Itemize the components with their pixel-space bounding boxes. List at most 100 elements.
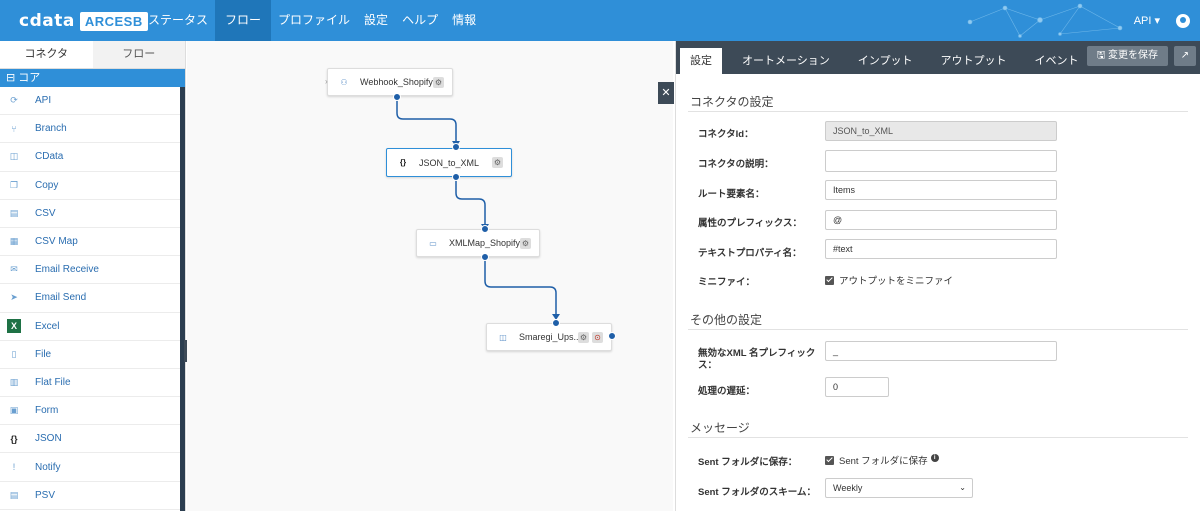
- api-user-menu[interactable]: API ▾: [1133, 15, 1160, 27]
- chevron-right-icon: ›: [325, 77, 328, 86]
- gear-icon[interactable]: ⚙: [433, 77, 444, 88]
- info-icon[interactable]: i: [930, 454, 939, 462]
- connector-item-label: File: [35, 348, 52, 360]
- output-port[interactable]: [608, 332, 616, 340]
- connector-id-label: コネクタId：: [698, 129, 754, 140]
- gear-icon[interactable]: ⚙: [520, 238, 531, 249]
- main-nav: ステータスフロープロファイル設定ヘルプ情報: [141, 0, 483, 41]
- input-port[interactable]: [452, 143, 460, 151]
- gear-icon[interactable]: ⚙: [492, 157, 503, 168]
- invalid-xml-prefix-input[interactable]: _: [825, 341, 1057, 361]
- psv-icon: ▤: [9, 489, 19, 500]
- connector-item[interactable]: ▥Flat File: [0, 369, 180, 398]
- form-icon: ▣: [9, 405, 19, 416]
- tab-flows[interactable]: フロー: [92, 41, 185, 68]
- flow-canvas[interactable]: ⚇ Webhook_Shopify ⚙ › {} JSON_to_XML ⚙ ▭…: [187, 41, 673, 511]
- checkbox-checked-icon[interactable]: [825, 275, 834, 285]
- sent-folder-save-checkbox-label: Sent フォルダに保存: [839, 456, 928, 467]
- tab-0[interactable]: 設定: [680, 48, 722, 74]
- output-port[interactable]: [393, 93, 401, 101]
- output-port[interactable]: [481, 253, 489, 261]
- connector-description-textarea[interactable]: [825, 150, 1057, 172]
- tab-connectors[interactable]: コネクタ: [0, 41, 93, 68]
- connector-item[interactable]: ▣ Form: [0, 397, 180, 426]
- attribute-prefix-label: 属性のプレフィックス：: [698, 218, 803, 229]
- section-messages: メッセージ: [690, 421, 750, 435]
- nav-item[interactable]: 設定: [364, 13, 389, 27]
- save-changes-button[interactable]: 🖫 変更を保存: [1086, 46, 1168, 66]
- connector-item[interactable]: ▯File: [0, 341, 180, 369]
- connector-item[interactable]: ❐Copy: [0, 172, 180, 200]
- section-connector-settings: コネクタの設定: [690, 95, 774, 109]
- tab-2[interactable]: インプット: [857, 55, 913, 67]
- connector-item[interactable]: {}JSON: [0, 425, 180, 454]
- text-property-input[interactable]: #text: [825, 239, 1057, 259]
- json-icon: {}: [10, 433, 18, 444]
- cdata-icon: ◫: [499, 332, 507, 342]
- flat-file-icon: ▥: [9, 376, 19, 387]
- error-icon[interactable]: ⊙: [592, 332, 603, 343]
- sent-folder-scheme-value: Weekly: [833, 483, 863, 493]
- connector-item[interactable]: ▤CSV: [0, 200, 180, 228]
- gear-icon[interactable]: ⚙: [578, 332, 589, 343]
- connector-item[interactable]: !Notify: [0, 453, 180, 482]
- sent-folder-scheme-select[interactable]: Weekly ⌄: [825, 478, 973, 498]
- connector-item-label: Excel: [35, 320, 60, 332]
- branch-icon: ⑂: [11, 123, 17, 134]
- csv-map-icon: ▦: [9, 236, 19, 247]
- close-panel-button[interactable]: ✕: [658, 82, 674, 104]
- user-icon[interactable]: [1176, 13, 1190, 28]
- flow-node-smaregi[interactable]: ◫ Smaregi_Ups... ⚙ ⊙: [486, 323, 612, 351]
- logo[interactable]: cdata ARCESB: [19, 10, 148, 32]
- attribute-prefix-input[interactable]: @: [825, 210, 1057, 230]
- minify-checkbox[interactable]: アウトプットをミニファイ: [825, 273, 953, 287]
- connector-item[interactable]: ◫CData: [0, 143, 180, 172]
- connector-item[interactable]: ✉Email Receive: [0, 256, 180, 285]
- input-port[interactable]: [481, 225, 489, 233]
- flow-node-xmlmap[interactable]: ▭ XMLMap_Shopify... ⚙: [416, 229, 540, 257]
- flow-node-webhook[interactable]: ⚇ Webhook_Shopify ⚙: [327, 68, 453, 96]
- connector-item-label: CSV: [35, 207, 56, 219]
- connector-item[interactable]: ➤Email Send: [0, 284, 180, 313]
- chevron-down-icon: ⌄: [959, 483, 966, 492]
- connection-line: [484, 258, 557, 314]
- flow-connections: [396, 98, 560, 320]
- connection-line: [455, 178, 486, 224]
- connector-item[interactable]: ⟳API: [0, 87, 180, 116]
- connector-list: ⟳API⑂Branch◫CData❐Copy▤CSV▦CSV Map✉Email…: [0, 87, 180, 510]
- sent-folder-save-checkbox[interactable]: Sent フォルダに保存 i: [825, 453, 939, 467]
- flow-node-json-to-xml[interactable]: {} JSON_to_XML ⚙: [386, 148, 512, 177]
- divider: [688, 111, 1188, 112]
- tab-3[interactable]: アウトプット: [940, 55, 1007, 67]
- section-other-settings: その他の設定: [690, 313, 763, 327]
- tab-4[interactable]: イベント: [1034, 55, 1079, 67]
- connector-item-label: API: [35, 95, 52, 107]
- nav-item[interactable]: 情報: [452, 13, 477, 27]
- connector-item[interactable]: ⑂Branch: [0, 115, 180, 144]
- tab-1[interactable]: オートメーション: [742, 55, 830, 67]
- root-element-input[interactable]: Items: [825, 180, 1057, 200]
- nav-item[interactable]: フロー: [215, 0, 272, 41]
- open-external-icon[interactable]: ↗: [1174, 46, 1196, 66]
- output-port[interactable]: [452, 173, 460, 181]
- checkbox-checked-icon[interactable]: [825, 455, 834, 465]
- divider: [688, 329, 1188, 330]
- nav-item[interactable]: ステータス: [148, 13, 209, 27]
- connection-line: [396, 98, 457, 141]
- nav-item[interactable]: プロファイル: [278, 13, 351, 27]
- processing-delay-input[interactable]: 0: [825, 377, 889, 397]
- cdata-icon: ◫: [9, 151, 19, 162]
- divider: [688, 437, 1188, 438]
- connector-item-label: Form: [35, 405, 59, 417]
- email-receive-icon: ✉: [10, 264, 18, 275]
- connector-item[interactable]: ▦CSV Map: [0, 228, 180, 257]
- connector-item-label: Notify: [35, 461, 61, 473]
- root-element-label: ルート要素名：: [698, 189, 765, 200]
- input-port[interactable]: [552, 319, 560, 327]
- invalid-xml-prefix-label: 無効なXML 名プレフィック: [698, 348, 816, 359]
- connector-item[interactable]: ▤PSV: [0, 482, 180, 510]
- palette-scrollbar[interactable]: [180, 87, 185, 511]
- nav-item[interactable]: ヘルプ: [402, 13, 439, 27]
- core-group-header[interactable]: ⊟ コア: [0, 69, 185, 87]
